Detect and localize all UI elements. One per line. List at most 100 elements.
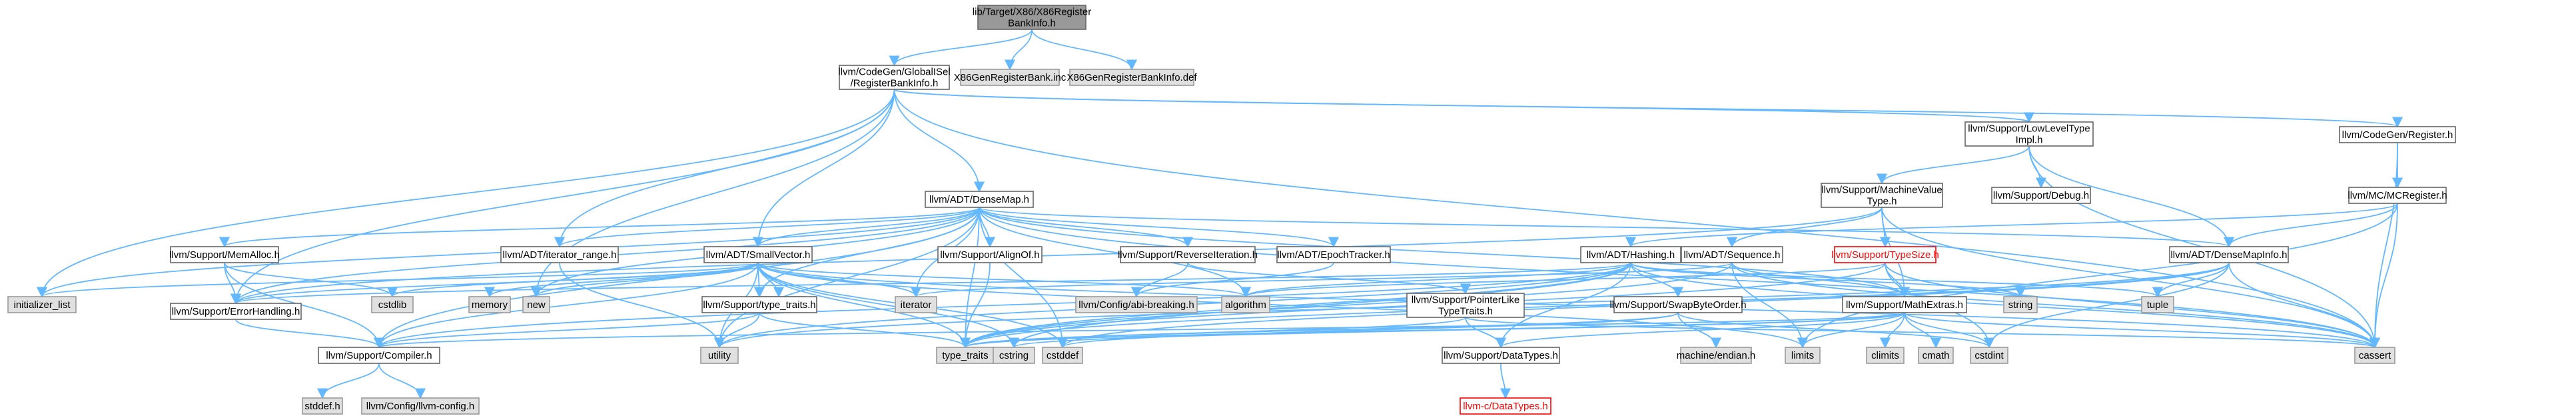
node-datatypes-box [1442,347,1560,364]
node-inc-box [960,69,1060,86]
node-cdatatypes[interactable]: llvm-c/DataTypes.h [1460,397,1551,415]
edge-smallvec-to-algorithm [757,262,1251,298]
node-densemapinfo-label: llvm/ADT/DenseMapInfo.h [2170,249,2287,261]
node-mathextras-box [1842,296,1967,313]
node-alignof[interactable]: llvm/Support/AlignOf.h [937,246,1043,263]
edge-mvt-to-errhandling [230,207,1883,305]
edge-hashing-to-errhandling [230,262,1631,305]
node-utility: utility [700,347,739,364]
node-new: new [522,296,550,313]
edge-densemap-to-densemapinfo [979,207,2234,248]
node-def-box [1069,69,1194,86]
node-reviter[interactable]: llvm/Support/ReverseIteration.h [1118,246,1258,263]
node-hashing[interactable]: llvm/ADT/Hashing.h [1580,246,1681,263]
node-iterator: iterator [895,296,937,313]
node-initlist-box [7,296,77,313]
node-memalloc-label: llvm/Support/MemAlloc.h [169,249,280,261]
edge-typetraitsh-to-compiler [374,312,760,349]
edge-gsel-to-cassert [893,89,2380,349]
edge-hashing-to-datatypes [1495,262,1631,349]
node-errhandling-box [170,303,302,320]
edge-gsel-to-initlist [37,89,895,298]
edge-densemapinfo-to-cassert [2228,262,2381,349]
edge-mathextras-to-cstdint [1904,312,1995,349]
node-climits-label: climits [1871,350,1899,361]
node-llvmconfig-box [361,397,480,415]
edge-densemap-to-epoch [979,207,1339,248]
edge-gsel-to-densemap [893,89,985,193]
node-string-box [2003,296,2038,313]
edge-gsel-to-cgreg [893,89,2402,128]
node-cgreg-box [2339,126,2456,143]
node-typetraits-box [936,347,995,364]
node-algorithm: algorithm [1221,296,1270,313]
edge-typesize-to-algorithm [1240,262,1886,298]
node-utility-box [700,347,739,364]
node-mvt-label: llvm/Support/MachineValue [1821,185,1942,196]
edge-smallvec-to-compiler [374,262,759,349]
node-itrange[interactable]: llvm/ADT/iterator_range.h [500,246,619,263]
node-abibreak-label: llvm/Config/abi-breaking.h [1078,299,1194,311]
node-limits-box [1785,347,1821,364]
node-stddef-box [302,397,343,415]
node-string: string [2003,296,2038,313]
node-ptrlike-label: llvm/Support/PointerLike [1412,295,1520,306]
node-alignof-label: llvm/Support/AlignOf.h [940,249,1039,261]
node-swapbyte-box [1613,296,1743,313]
node-sequence[interactable]: llvm/ADT/Sequence.h [1681,246,1783,263]
node-densemap[interactable]: llvm/ADT/DenseMap.h [925,191,1034,208]
node-mathextras[interactable]: llvm/Support/MathExtras.h [1842,296,1967,313]
edge-datatypes-to-cdatatypes [1500,363,1511,399]
edge-reviter-to-ptrlike [1187,262,1471,295]
node-typetraitsh[interactable]: llvm/Support/type_traits.h [701,296,817,313]
node-cgreg[interactable]: llvm/CodeGen/Register.h [2339,126,2456,143]
node-stddef: stddef.h [302,397,343,415]
node-root-box [977,5,1086,30]
node-cstdint-box [1970,347,2008,364]
node-swapbyte[interactable]: llvm/Support/SwapByteOrder.h [1609,296,1747,313]
node-epoch[interactable]: llvm/ADT/EpochTracker.h [1276,246,1391,263]
edge-ptrlike-to-cassert [1465,317,2380,349]
edge-smallvec-to-iterator [757,262,921,298]
node-stddef-label: stddef.h [304,401,340,412]
node-reviter-label: llvm/Support/ReverseIteration.h [1118,249,1258,261]
node-errhandling[interactable]: llvm/Support/ErrorHandling.h [170,303,302,320]
node-smallvec[interactable]: llvm/ADT/SmallVector.h [703,246,813,263]
node-reviter-box [1120,246,1256,263]
node-mvt-label: Type.h [1867,196,1897,207]
node-densemapinfo[interactable]: llvm/ADT/DenseMapInfo.h [2169,246,2289,263]
edge-mcreg-to-limits [1797,203,2398,349]
edge-root-to-inc [1004,29,1033,71]
node-cdatatypes-label: llvm-c/DataTypes.h [1463,401,1548,412]
node-mcreg[interactable]: llvm/MC/MCRegister.h [2348,187,2447,204]
edge-errhandling-to-compiler [235,319,384,349]
node-ptrlike-box [1406,293,1525,318]
node-cstdint: cstdint [1970,347,2008,364]
node-cmath-box [1918,347,1954,364]
node-cstddef: cstddef [1042,347,1083,364]
edge-mathextras-to-cmath [1904,312,1942,349]
edge-densemap-to-utility [713,207,980,349]
node-compiler[interactable]: llvm/Support/Compiler.h [318,347,440,364]
node-debug[interactable]: llvm/Support/Debug.h [1991,187,2091,204]
edge-mathextras-to-limits [1797,312,1905,349]
node-datatypes[interactable]: llvm/Support/DataTypes.h [1442,347,1560,364]
node-cmath-label: cmath [1923,350,1950,361]
edge-hashing-to-algorithm [1240,262,1631,298]
edge-densemap-to-typetraits [959,207,980,349]
node-cstring-box [993,347,1035,364]
node-memalloc[interactable]: llvm/Support/MemAlloc.h [169,246,280,263]
node-tuple-label: tuple [2147,299,2169,311]
node-initlist: initializer_list [7,296,77,313]
edge-mcreg-to-hashing [1625,203,2398,248]
edge-densemap-to-mathextras [979,207,1910,298]
node-gsel[interactable]: llvm/CodeGen/GlobalISel/RegisterBankInfo… [838,65,951,90]
edge-swapbyte-to-cstdint [1677,312,1994,349]
node-typesize[interactable]: llvm/Support/TypeSize.h [1831,246,1939,263]
